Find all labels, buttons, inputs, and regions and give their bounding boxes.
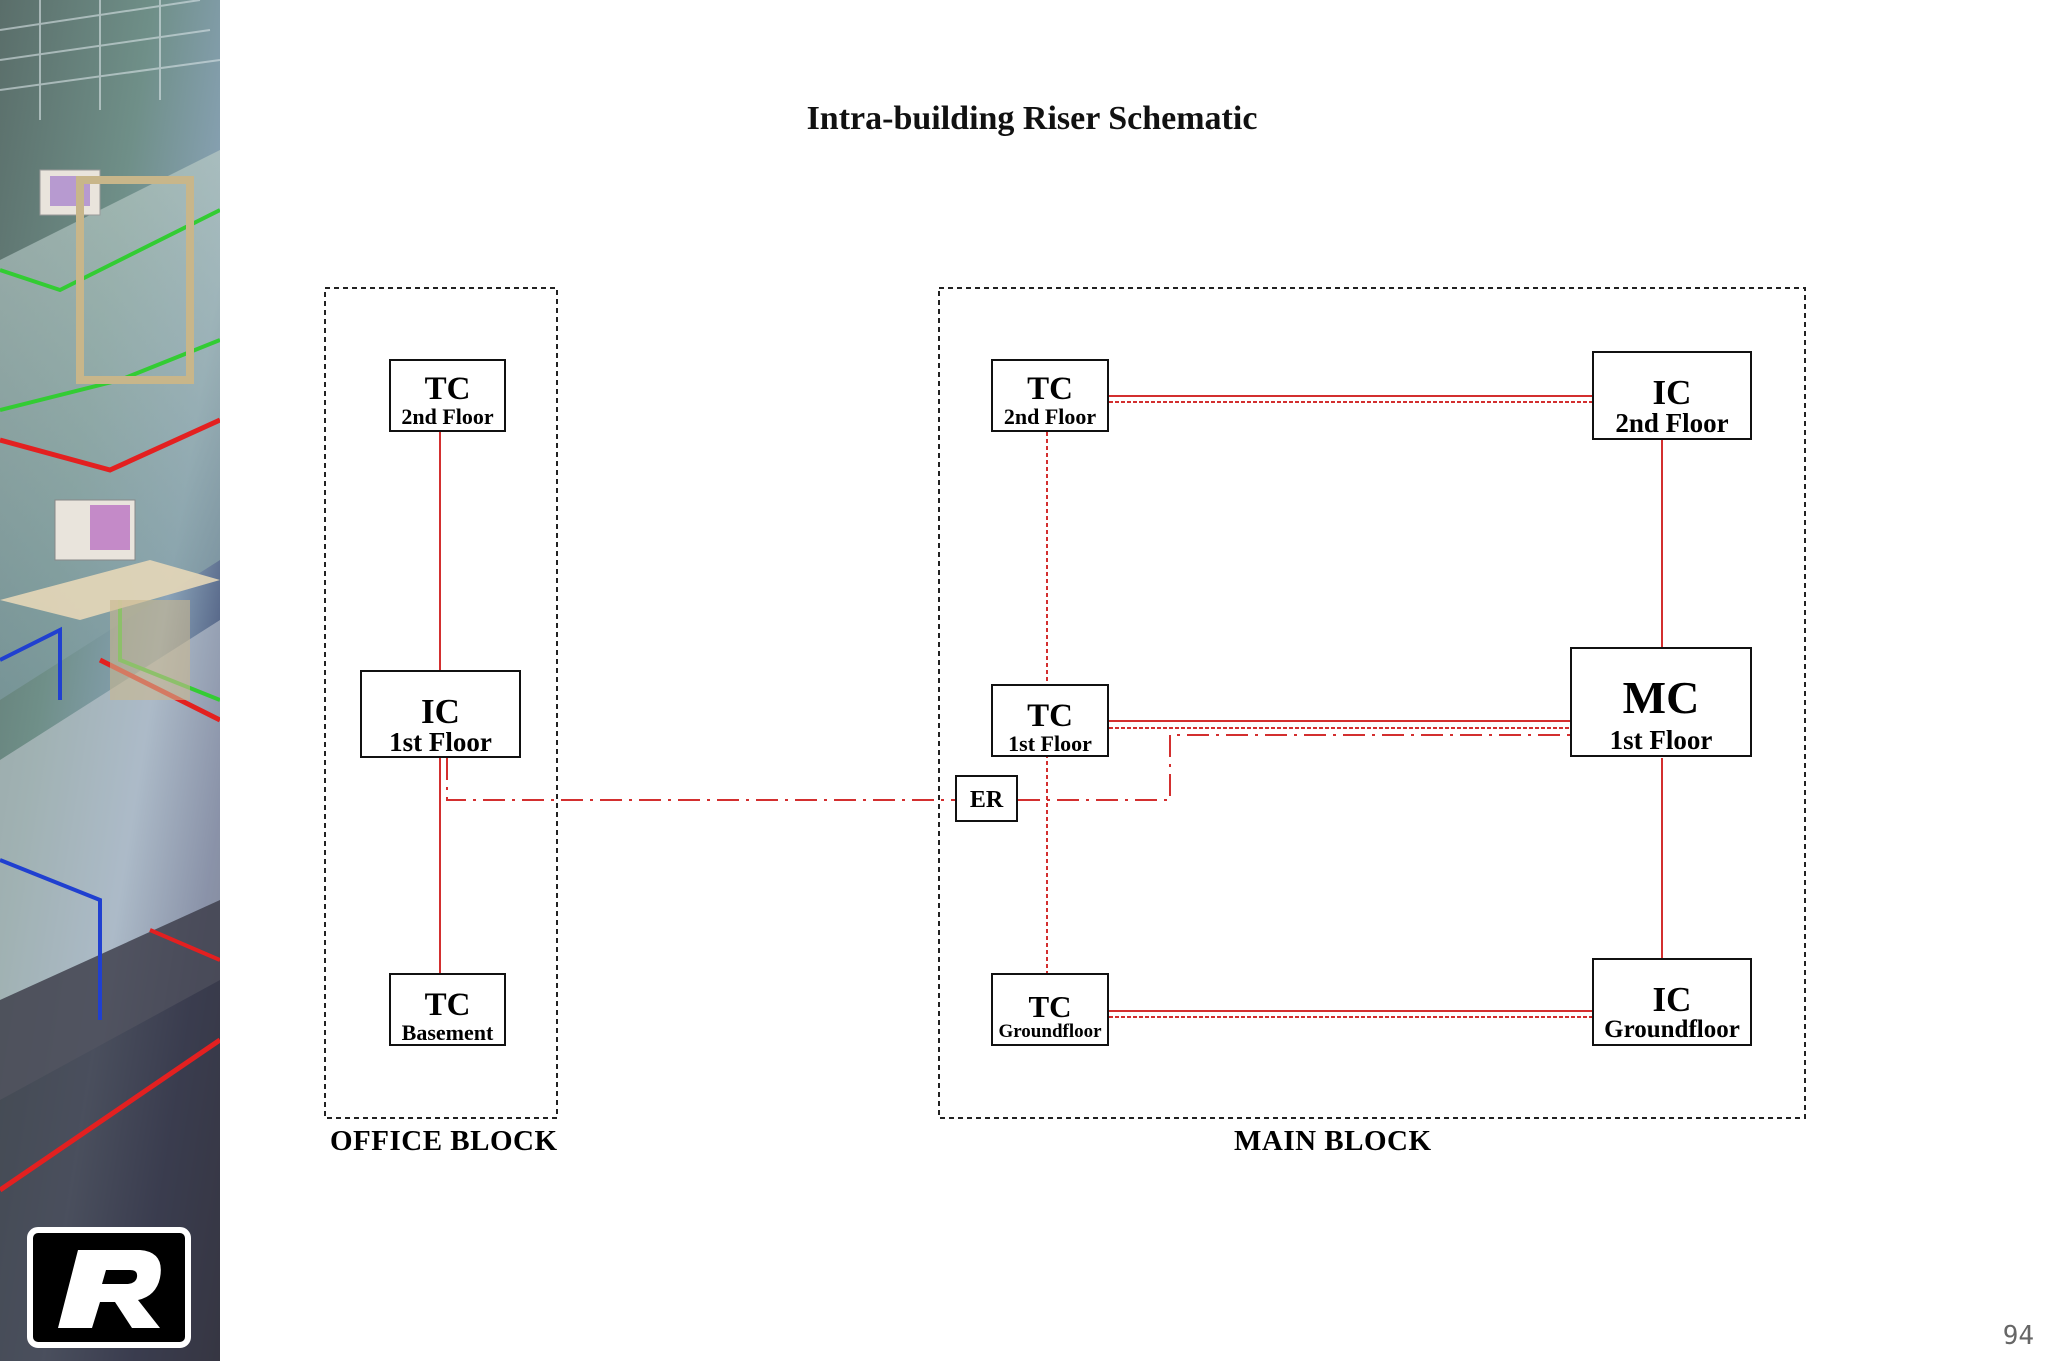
office-tc-basement: TC Basement — [389, 973, 506, 1046]
node-type: IC — [1652, 373, 1692, 412]
er-box: ER — [955, 775, 1018, 822]
r-logo-icon — [27, 1227, 191, 1348]
office-cabling-illustration — [0, 0, 220, 1361]
page-title: Intra-building Riser Schematic — [806, 100, 1258, 137]
node-floor: 1st Floor — [389, 727, 492, 757]
node-floor: Basement — [401, 1020, 494, 1045]
node-floor: 2nd Floor — [1615, 408, 1729, 438]
page-number: 94 — [2002, 1321, 2034, 1351]
node-type: TC — [1027, 371, 1073, 407]
backbone-office-to-er — [446, 758, 957, 801]
node-type: TC — [424, 371, 471, 407]
node-type: IC — [1652, 980, 1692, 1019]
er-label: ER — [969, 787, 1004, 813]
main-mc-1st-floor: MC 1st Floor — [1570, 647, 1752, 757]
node-floor: Groundfloor — [1604, 1016, 1740, 1043]
main-ic-groundfloor: IC Groundfloor — [1592, 958, 1752, 1046]
node-floor: 2nd Floor — [1003, 404, 1097, 429]
node-type: MC — [1622, 672, 1700, 723]
node-floor: 1st Floor — [1008, 731, 1092, 756]
main-ic-2nd-floor: IC 2nd Floor — [1592, 351, 1752, 440]
office-block-label: OFFICE BLOCK — [330, 1125, 558, 1157]
office-tc-2nd-floor: TC 2nd Floor — [389, 359, 506, 432]
node-type: TC — [1027, 698, 1073, 734]
node-type: IC — [421, 692, 460, 731]
node-floor: 1st Floor — [1609, 725, 1713, 755]
main-tc-2nd-floor: TC 2nd Floor — [991, 359, 1109, 432]
main-block-frame — [938, 287, 1806, 1119]
main-tc-groundfloor: TC Groundfloor — [991, 973, 1109, 1046]
office-ic-1st-floor: IC 1st Floor — [360, 670, 521, 758]
node-type: TC — [424, 987, 471, 1023]
main-tc-1st-floor: TC 1st Floor — [991, 684, 1109, 757]
node-floor: Groundfloor — [998, 1021, 1102, 1042]
main-block-label: MAIN BLOCK — [1234, 1125, 1432, 1157]
node-floor: 2nd Floor — [401, 404, 494, 429]
sidebar-illustration — [0, 0, 220, 1361]
node-type: TC — [1028, 989, 1072, 1024]
